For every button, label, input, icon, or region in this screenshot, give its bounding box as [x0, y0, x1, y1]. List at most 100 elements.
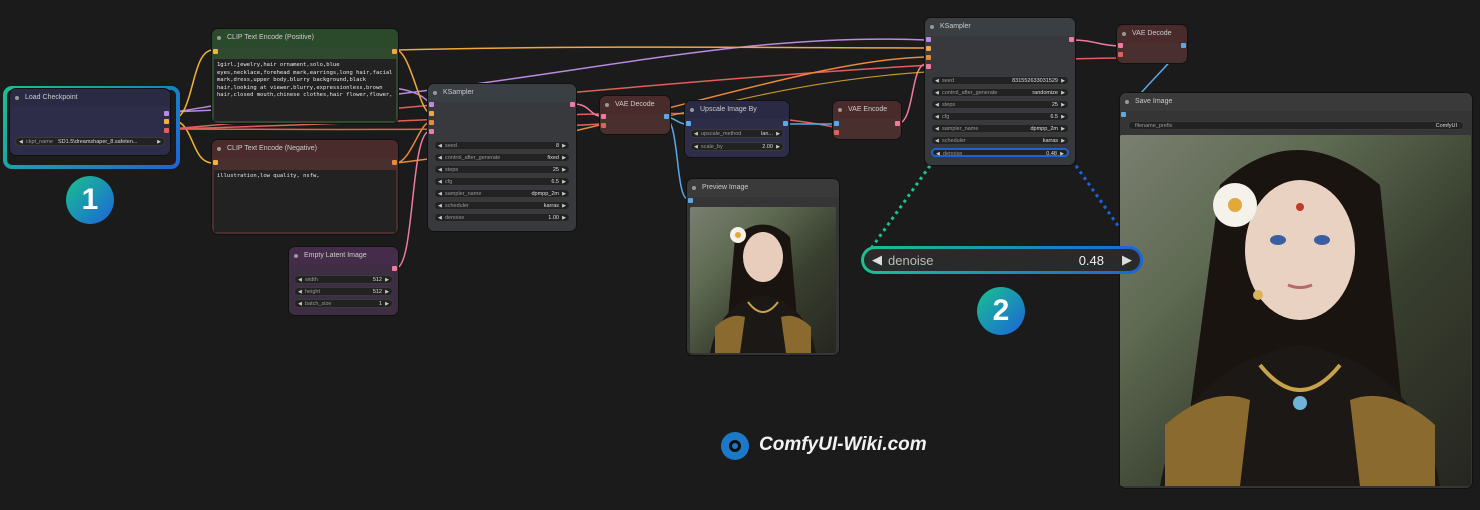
latent-input-slot[interactable]: [926, 64, 931, 69]
model-input-slot[interactable]: [926, 37, 931, 42]
load-checkpoint-node[interactable]: Load Checkpoint ◀ ckpt_name SD1.5\dreams…: [10, 89, 170, 155]
arrow-right-icon[interactable]: ▶: [562, 143, 566, 149]
arrow-right-icon[interactable]: ▶: [1061, 138, 1065, 144]
latent-output-slot[interactable]: [895, 121, 900, 126]
preview-image-node[interactable]: Preview Image: [687, 179, 839, 355]
arrow-right-icon[interactable]: ▶: [562, 203, 566, 209]
collapse-dot[interactable]: [690, 108, 694, 112]
arrow-left-icon[interactable]: ◀: [298, 277, 302, 283]
node-header[interactable]: VAE Decode: [600, 96, 670, 114]
node-header[interactable]: Load Checkpoint: [10, 89, 170, 107]
positive-input-slot[interactable]: [926, 46, 931, 51]
arrow-right-icon[interactable]: ▶: [562, 215, 566, 221]
arrow-right-icon[interactable]: ▶: [1060, 151, 1064, 157]
arrow-right-icon[interactable]: ▶: [562, 179, 566, 185]
node-header[interactable]: CLIP Text Encode (Positive): [212, 29, 398, 47]
latent-output-slot[interactable]: [392, 266, 397, 271]
denoise-zoom-widget[interactable]: ◀ denoise 0.48 ▶: [861, 246, 1143, 274]
collapse-dot[interactable]: [1125, 100, 1129, 104]
images-input-slot[interactable]: [688, 198, 693, 203]
arrow-left-icon[interactable]: ◀: [935, 126, 939, 132]
node-header[interactable]: VAE Decode: [1117, 25, 1187, 43]
arrow-left-icon[interactable]: ◀: [694, 144, 698, 150]
arrow-left-icon[interactable]: ◀: [935, 102, 939, 108]
arrow-left-icon[interactable]: ◀: [19, 139, 23, 145]
clip-positive-node[interactable]: CLIP Text Encode (Positive) 1girl,jewelr…: [212, 29, 398, 123]
vae-decode-2-node[interactable]: VAE Decode: [1117, 25, 1187, 63]
arrow-right-icon[interactable]: ▶: [1061, 90, 1065, 96]
arrow-right-icon[interactable]: ▶: [385, 301, 389, 307]
arrow-right-icon[interactable]: ▶: [1061, 102, 1065, 108]
arrow-right-icon[interactable]: ▶: [776, 131, 780, 137]
image-output-slot[interactable]: [1181, 43, 1186, 48]
node-header[interactable]: CLIP Text Encode (Negative): [212, 140, 398, 158]
collapse-dot[interactable]: [838, 108, 842, 112]
node-header[interactable]: KSampler: [428, 84, 576, 102]
arrow-right-icon[interactable]: ▶: [157, 139, 161, 145]
arrow-left-icon[interactable]: ◀: [872, 252, 882, 267]
arrow-left-icon[interactable]: ◀: [935, 138, 939, 144]
clip-output-slot[interactable]: [164, 119, 169, 124]
arrow-right-icon[interactable]: ▶: [562, 191, 566, 197]
arrow-left-icon[interactable]: ◀: [438, 167, 442, 173]
collapse-dot[interactable]: [217, 36, 221, 40]
node-header[interactable]: Empty Latent Image: [289, 247, 398, 265]
node-header[interactable]: Upscale Image By: [685, 101, 789, 119]
conditioning-output-slot[interactable]: [392, 49, 397, 54]
samples-input-slot[interactable]: [601, 114, 606, 119]
node-header[interactable]: VAE Encode: [833, 101, 901, 119]
arrow-right-icon[interactable]: ▶: [1061, 126, 1065, 132]
arrow-left-icon[interactable]: ◀: [694, 131, 698, 137]
negative-input-slot[interactable]: [429, 120, 434, 125]
vae-decode-1-node[interactable]: VAE Decode: [600, 96, 670, 134]
vae-input-slot[interactable]: [601, 123, 606, 128]
arrow-left-icon[interactable]: ◀: [438, 191, 442, 197]
model-input-slot[interactable]: [429, 102, 434, 107]
arrow-left-icon[interactable]: ◀: [298, 301, 302, 307]
pixels-input-slot[interactable]: [834, 121, 839, 126]
image-output-slot[interactable]: [664, 114, 669, 119]
arrow-left-icon[interactable]: ◀: [438, 155, 442, 161]
arrow-left-icon[interactable]: ◀: [935, 114, 939, 120]
node-header[interactable]: Save Image: [1120, 93, 1472, 111]
arrow-right-icon[interactable]: ▶: [1061, 114, 1065, 120]
arrow-right-icon[interactable]: ▶: [562, 155, 566, 161]
positive-input-slot[interactable]: [429, 111, 434, 116]
arrow-left-icon[interactable]: ◀: [935, 90, 939, 96]
preview-image[interactable]: [690, 207, 836, 353]
collapse-dot[interactable]: [294, 254, 298, 258]
image-output-slot[interactable]: [783, 121, 788, 126]
latent-output-slot[interactable]: [1069, 37, 1074, 42]
model-output-slot[interactable]: [164, 111, 169, 116]
node-header[interactable]: Preview Image: [687, 179, 839, 197]
latent-input-slot[interactable]: [429, 129, 434, 134]
samples-input-slot[interactable]: [1118, 43, 1123, 48]
arrow-left-icon[interactable]: ◀: [438, 179, 442, 185]
ckpt-name-combo[interactable]: ◀ ckpt_name SD1.5\dreamshaper_8.safeten.…: [15, 137, 165, 146]
conditioning-output-slot[interactable]: [392, 160, 397, 165]
vae-encode-node[interactable]: VAE Encode: [833, 101, 901, 139]
